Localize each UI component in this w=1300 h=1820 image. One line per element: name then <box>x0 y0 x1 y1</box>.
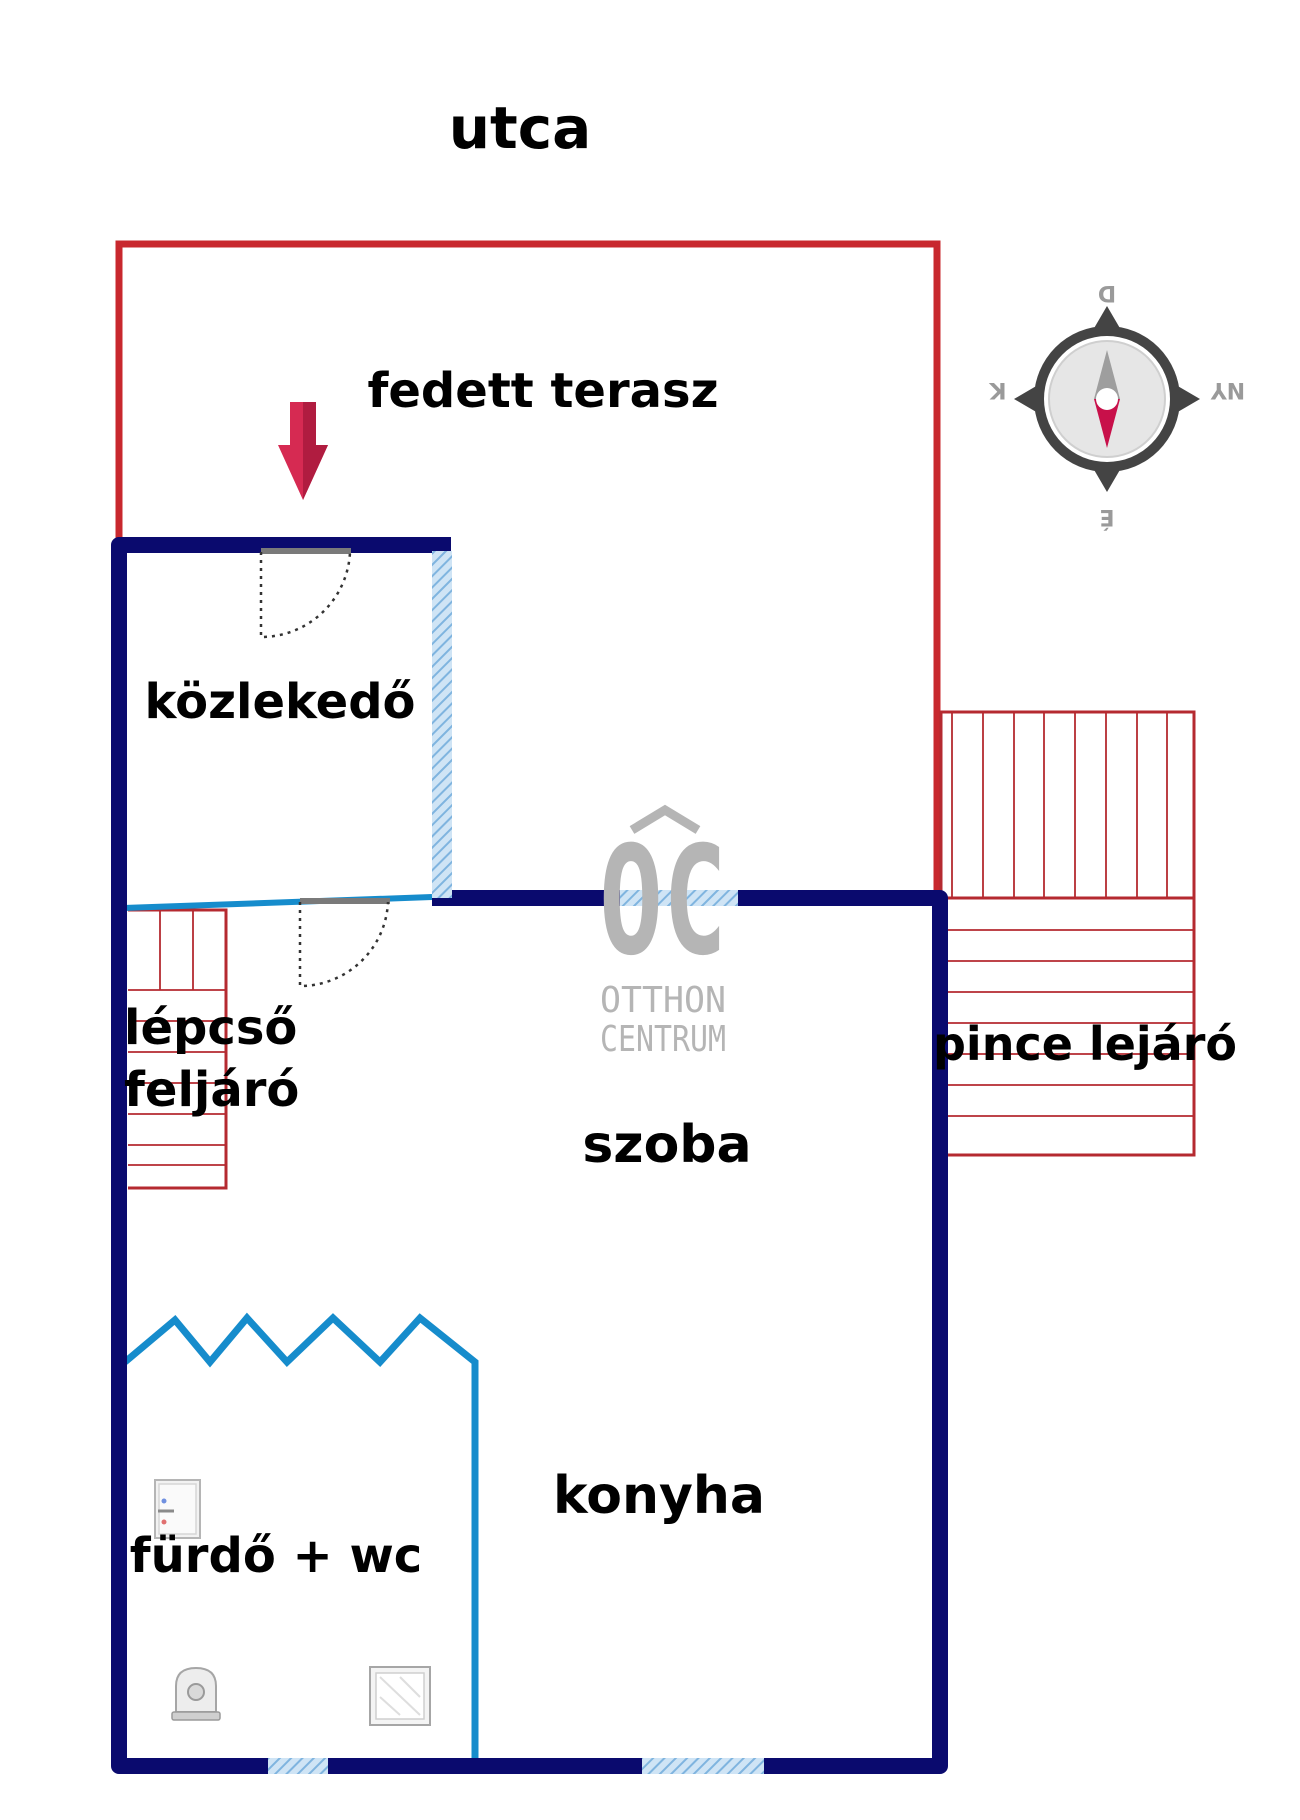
outer-wall <box>111 537 948 1774</box>
compass-south-label: D <box>1098 280 1116 305</box>
watermark-line2: CENTRUM <box>600 1019 726 1060</box>
shower-icon <box>369 1666 431 1726</box>
bathroom-partition <box>122 1312 479 1760</box>
room-door <box>298 898 390 988</box>
entrance-door <box>259 548 352 639</box>
entrance-arrow-icon <box>278 402 328 500</box>
watermark-line1: OTTHON <box>600 980 726 1021</box>
basement-stair-label: pince lejáró <box>933 1017 1237 1071</box>
interior-stair <box>128 908 228 1190</box>
window <box>268 1758 328 1774</box>
kitchen-label: konyha <box>553 1466 765 1526</box>
stair-label-line1: lépcső <box>124 1000 297 1056</box>
sink-icon <box>154 1479 201 1539</box>
compass-icon: É D K NY <box>989 280 1246 530</box>
terrace-label: fedett terasz <box>367 363 718 419</box>
stair-label-line2: feljáró <box>124 1062 299 1118</box>
watermark-monogram: OC <box>599 815 727 989</box>
window <box>432 551 452 898</box>
compass-north-label: É <box>1099 504 1114 530</box>
window <box>642 1758 764 1774</box>
street-label: utca <box>449 94 592 162</box>
corridor-label: közlekedő <box>144 674 415 730</box>
room-label: szoba <box>582 1115 751 1175</box>
basement-stair <box>939 710 1196 1157</box>
terrace-outline <box>115 240 941 900</box>
watermark-logo: OC OTTHON CENTRUM <box>599 804 727 1060</box>
toilet-icon <box>171 1666 221 1721</box>
compass-east-label: K <box>989 377 1007 402</box>
bathroom-label: fürdő + wc <box>130 1528 423 1584</box>
compass-west-label: NY <box>1210 377 1245 402</box>
window <box>620 890 738 906</box>
